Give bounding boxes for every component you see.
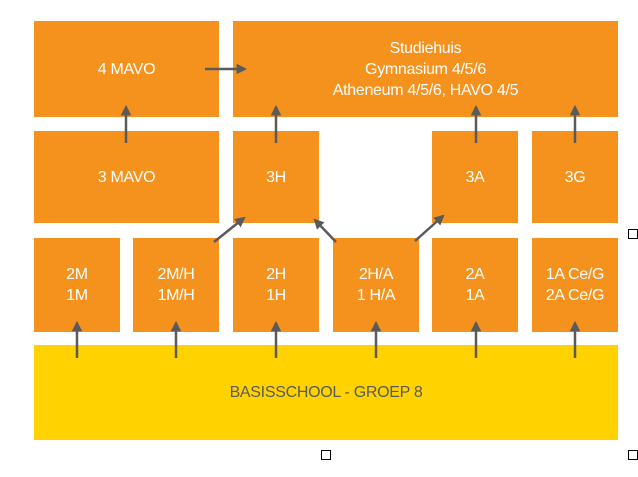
box-2h-line-1: 2H (266, 266, 286, 283)
box-3h: 3H (233, 131, 319, 223)
box-ceg-line-2: 2A Ce/G (545, 287, 605, 304)
resize-handle-bottom-right[interactable] (628, 450, 638, 460)
box-2a-1a: 2A 1A (432, 238, 518, 332)
box-3-mavo-label: 3 MAVO (97, 168, 156, 186)
box-ceg-line-1: 1A Ce/G (545, 266, 605, 283)
box-3g-label: 3G (564, 168, 586, 186)
box-2m-line-2: 1M (66, 287, 88, 304)
box-2m-line-1: 2M (66, 266, 88, 283)
box-2m-1m: 2M 1M (34, 238, 120, 332)
box-2a-line-1: 2A (465, 266, 485, 283)
studiehuis-line-3: Atheneum 4/5/6, HAVO 4/5 (332, 81, 519, 99)
box-2ha-1ha: 2H/A 1 H/A (333, 238, 419, 332)
box-4-mavo-label: 4 MAVO (97, 60, 156, 78)
studiehuis-line-1: Studiehuis (389, 39, 462, 57)
box-3-mavo: 3 MAVO (34, 131, 219, 223)
box-2mh-line-2: 1M/H (157, 287, 195, 304)
box-3h-label: 3H (266, 168, 286, 186)
base-label: BASISSCHOOL - GROEP 8 (229, 383, 423, 401)
resize-handle-right-middle[interactable] (628, 229, 638, 239)
box-3a-label: 3A (465, 168, 485, 186)
box-2a-line-2: 1A (465, 287, 485, 304)
box-2ha-line-1: 2H/A (358, 266, 394, 283)
resize-handle-bottom-middle[interactable] (321, 450, 331, 460)
studiehuis-line-2: Gymnasium 4/5/6 (365, 60, 486, 78)
box-3a: 3A (432, 131, 518, 223)
box-2h-1h: 2H 1H (233, 238, 319, 332)
box-ceg: 1A Ce/G 2A Ce/G (532, 238, 618, 332)
box-2mh-line-1: 2M/H (157, 266, 195, 283)
box-2mh-1mh: 2M/H 1M/H (133, 238, 219, 332)
box-2ha-line-2: 1 H/A (356, 287, 396, 304)
base-basisschool: BASISSCHOOL - GROEP 8 (34, 345, 618, 440)
box-studiehuis: Studiehuis Gymnasium 4/5/6 Atheneum 4/5/… (233, 21, 618, 117)
box-3g: 3G (532, 131, 618, 223)
box-4-mavo: 4 MAVO (34, 21, 219, 117)
box-2h-line-2: 1H (266, 287, 286, 304)
